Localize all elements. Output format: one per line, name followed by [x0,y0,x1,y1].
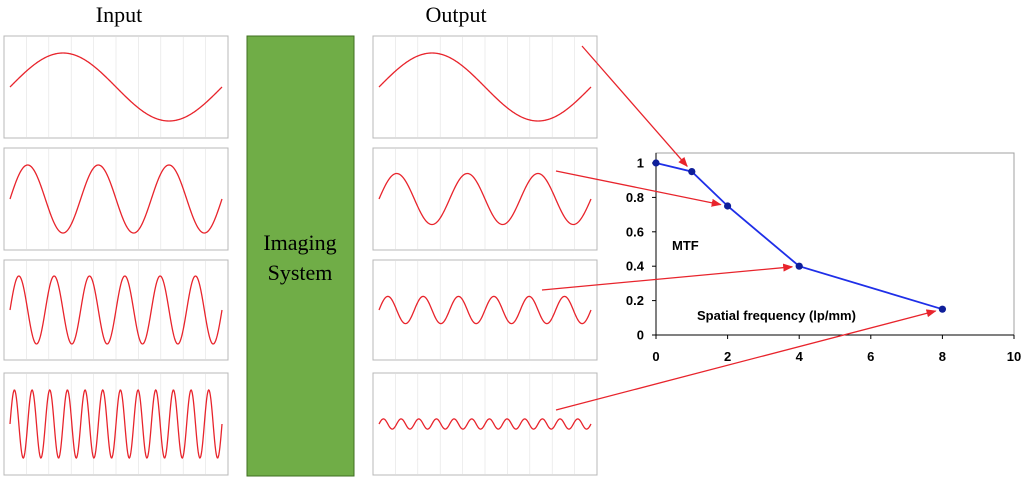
mtf-data-point [652,159,660,167]
output-4-wave [378,418,592,430]
imaging-system-rect [246,35,355,477]
imaging-system-box: Imaging System [246,35,355,477]
mtf-x-tick-label: 10 [1007,349,1021,364]
mtf-x-tick-label: 2 [724,349,731,364]
input-1-wave [9,52,223,122]
mtf-y-tick-label: 0.4 [626,259,645,274]
mtf-y-tick-label: 0.2 [626,293,644,308]
mtf-y-axis-label: MTF [672,238,699,253]
imaging-system-label-line2: System [268,260,333,285]
output-1-wave [378,52,592,122]
input-heading: Input [96,2,142,27]
mtf-data-point [795,262,803,270]
input-3-wave [9,275,223,345]
mtf-x-tick-label: 4 [796,349,804,364]
mtf-x-tick-label: 8 [939,349,946,364]
mtf-x-ticks: 0 2 4 6 8 10 [652,335,1021,364]
output-heading: Output [425,2,486,27]
mtf-data-point [688,168,696,176]
connector-arrow-2 [555,170,722,207]
mtf-plot-area [655,152,1015,336]
mtf-y-ticks: 0 0.2 0.4 0.6 0.8 1 [626,156,656,343]
imaging-system-label-line1: Imaging [263,230,336,255]
mtf-grid [655,153,1014,336]
mtf-points [652,159,947,313]
input-panels [3,35,229,476]
output-panels [372,35,598,476]
mtf-data-point [938,305,947,313]
output-3-wave [378,295,592,325]
input-4-wave [9,389,223,459]
mtf-x-tick-label: 6 [867,349,874,364]
mtf-y-tick-label: 0.6 [626,224,644,239]
mtf-y-tick-label: 0.8 [626,190,644,205]
connector-arrows [541,45,937,411]
mtf-data-point [724,202,732,210]
mtf-x-axis-label: Spatial frequency (lp/mm) [697,308,856,323]
output-2-wave [378,172,592,226]
mtf-x-tick-label: 0 [652,349,659,364]
input-2-wave [9,164,223,234]
mtf-chart: 0 2 4 6 8 10 0 0.2 0.4 0.6 0.8 1 MTF Spatial frequ… [626,152,1021,364]
mtf-y-tick-label: 0 [637,328,644,343]
connector-arrow-3 [541,263,794,291]
mtf-y-tick-label: 1 [637,156,644,171]
connector-arrow-4 [555,309,937,411]
connector-arrow-1 [581,45,688,168]
